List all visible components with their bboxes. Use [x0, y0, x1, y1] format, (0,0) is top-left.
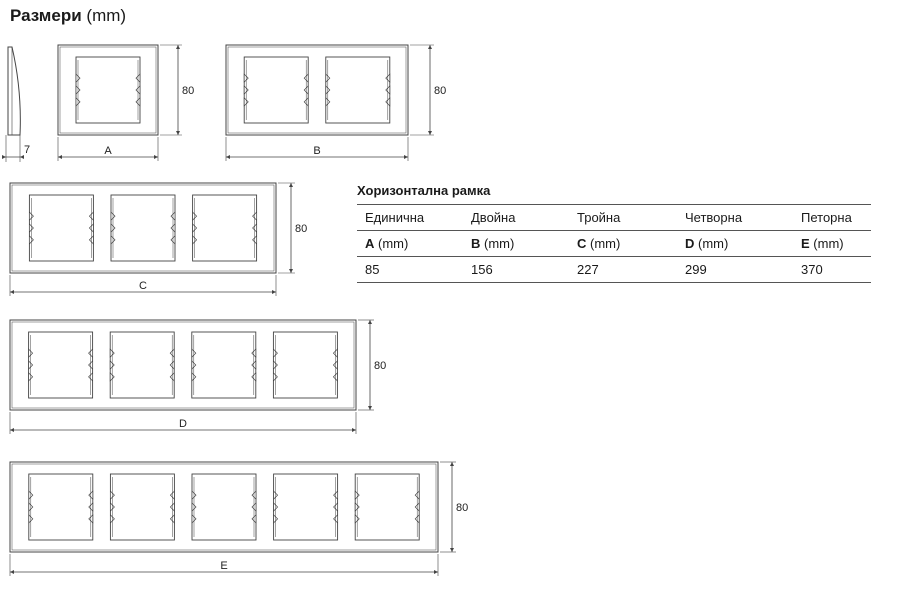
spec-value-cell: 299 [685, 262, 707, 277]
spec-header-cell: Двойна [471, 210, 516, 225]
spec-header-cell: Петорна [801, 210, 852, 225]
spec-unit-cell: A (mm) [357, 231, 463, 257]
spec-table-section: Хоризонтална рамка Единична Двойна Тройн… [357, 183, 871, 283]
width-arrow [58, 155, 62, 159]
spec-unit-row: A (mm) B (mm) C (mm) D (mm) E (mm) [357, 230, 871, 257]
module-opening [28, 331, 94, 399]
frame-a: A 80 [57, 44, 194, 161]
spec-table: Единична Двойна Тройна Четворна Петорна … [357, 204, 871, 283]
width-arrow [10, 570, 14, 574]
height-arrow [289, 183, 293, 187]
spec-table-title: Хоризонтална рамка [357, 183, 491, 198]
height-label: 80 [182, 85, 194, 97]
width-arrow [352, 428, 356, 432]
frame-inner-border [11, 321, 355, 409]
unit-text: (mm) [813, 236, 844, 251]
height-arrow [450, 548, 454, 552]
unit-text: (mm) [378, 236, 409, 251]
height-label: 80 [456, 502, 468, 514]
width-label: A [104, 145, 112, 157]
height-arrow [368, 406, 372, 410]
depth-arrow [2, 155, 6, 159]
frame-d: D 80 [9, 319, 386, 434]
module-opening [192, 194, 258, 262]
module-opening [191, 473, 257, 541]
module-opening [109, 331, 175, 399]
module-opening [273, 473, 339, 541]
spec-header-row: Единична Двойна Тройна Четворна Петорна [357, 204, 871, 231]
title-unit: (mm) [86, 6, 127, 25]
spec-value-cell: 370 [801, 262, 823, 277]
width-arrow [10, 428, 14, 432]
width-label: E [220, 560, 227, 572]
unit-letter: E [801, 236, 810, 251]
spec-header-cell: Четворна [685, 210, 743, 225]
height-arrow [176, 45, 180, 49]
spec-header-cell: Тройна [577, 210, 621, 225]
spec-value-row: 85 156 227 299 370 [357, 256, 871, 283]
depth-arrow [20, 155, 24, 159]
height-arrow [289, 269, 293, 273]
unit-letter: B [471, 236, 481, 251]
frame-b: B 80 [225, 44, 446, 161]
frame-inner-border [11, 184, 275, 272]
module-opening [28, 473, 94, 541]
module-opening [243, 56, 309, 124]
height-label: 80 [295, 223, 307, 235]
frame-inner-border [227, 46, 407, 134]
width-arrow [10, 290, 14, 294]
width-label: D [179, 418, 187, 430]
width-arrow [404, 155, 408, 159]
height-arrow [176, 131, 180, 135]
side-profile [7, 46, 21, 136]
width-label: C [139, 280, 147, 292]
spec-value-cell: 85 [365, 262, 380, 277]
module-opening [191, 331, 257, 399]
frame-c: C 80 [9, 182, 307, 296]
module-opening [272, 331, 338, 399]
unit-text: (mm) [698, 236, 729, 251]
spec-value-cell: 156 [471, 262, 493, 277]
width-arrow [154, 155, 158, 159]
height-arrow [368, 320, 372, 324]
width-label: B [313, 145, 320, 157]
unit-letter: D [685, 236, 695, 251]
unit-letter: A [365, 236, 375, 251]
height-label: 80 [374, 360, 386, 372]
spec-unit-cell: C (mm) [569, 231, 677, 257]
height-arrow [428, 45, 432, 49]
width-arrow [226, 155, 230, 159]
unit-text: (mm) [484, 236, 515, 251]
module-opening [354, 473, 420, 541]
frame-inner-border [59, 46, 157, 134]
unit-letter: C [577, 236, 587, 251]
module-opening [110, 194, 176, 262]
side-view: 7 [2, 46, 30, 162]
spec-header-cell: Единична [365, 210, 425, 225]
width-arrow [434, 570, 438, 574]
frame-inner-border [11, 463, 437, 551]
title-text: Размери [10, 6, 82, 25]
module-opening [325, 56, 391, 124]
height-arrow [450, 462, 454, 466]
spec-unit-cell: D (mm) [677, 231, 793, 257]
height-label: 80 [434, 85, 446, 97]
unit-text: (mm) [590, 236, 621, 251]
spec-value-cell: 227 [577, 262, 599, 277]
spec-unit-cell: B (mm) [463, 231, 569, 257]
depth-label: 7 [24, 144, 30, 156]
page-title: Размери (mm) [10, 6, 126, 26]
spec-unit-cell: E (mm) [793, 231, 871, 257]
height-arrow [428, 131, 432, 135]
width-arrow [272, 290, 276, 294]
module-opening [109, 473, 175, 541]
module-opening [75, 56, 141, 124]
module-opening [28, 194, 94, 262]
frame-e: E 80 [9, 461, 468, 576]
